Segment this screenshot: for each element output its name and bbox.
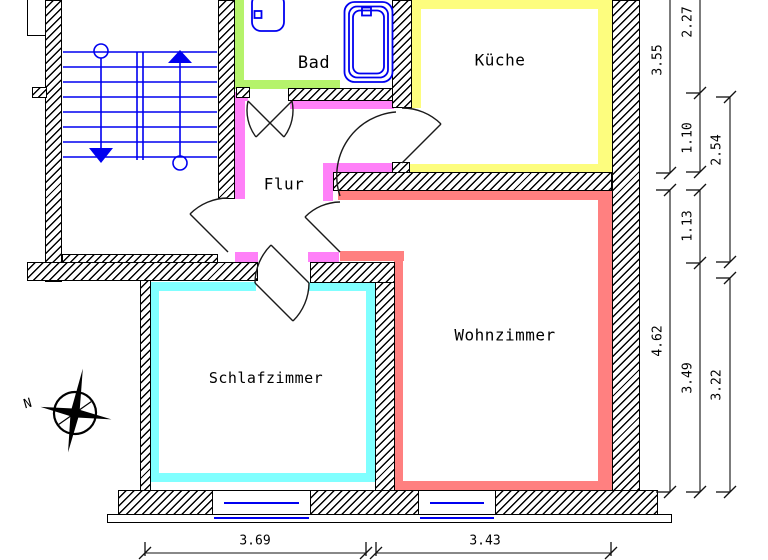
bathtub bbox=[343, 1, 394, 83]
door-schlafzimmer bbox=[254, 244, 310, 322]
compass-rose bbox=[40, 368, 112, 453]
flur-wall-face-se-v bbox=[323, 163, 333, 201]
dim-3-43: 3.43 bbox=[469, 533, 501, 549]
window-schlafzimmer-glazing-1 bbox=[224, 502, 299, 504]
window-schlafzimmer-glazing-2 bbox=[214, 517, 309, 519]
dim-3-22: 3.22 bbox=[709, 369, 725, 401]
window-wohnzimmer-glazing-1 bbox=[430, 502, 484, 504]
wohnzimmer-wall-face-south bbox=[394, 481, 612, 490]
room-label-bad: Bad bbox=[297, 53, 331, 73]
stair-run-start-circle-left bbox=[93, 43, 109, 59]
kueche-wall-face-west bbox=[412, 0, 421, 108]
window-wohnzimmer-glazing-2 bbox=[420, 517, 494, 519]
wall-bottom-3 bbox=[495, 490, 658, 515]
dim-4-62: 4.62 bbox=[650, 325, 666, 357]
exterior-pillar bbox=[27, 0, 46, 36]
schlafzimmer-wall-face-north-2 bbox=[309, 282, 376, 291]
flur-wall-face-west bbox=[235, 100, 245, 199]
wall-right-outer bbox=[612, 0, 640, 494]
wohnzimmer-wall-face-north bbox=[338, 190, 612, 200]
flur-wall-face-north bbox=[290, 100, 394, 109]
dimension-lines bbox=[138, 0, 737, 560]
staircase bbox=[63, 43, 217, 171]
dim-3-69: 3.69 bbox=[239, 533, 271, 549]
flur-wall-face-se-h bbox=[323, 163, 393, 172]
room-label-kueche: Küche bbox=[474, 50, 526, 70]
wall-left-outer bbox=[45, 0, 62, 282]
stair-steps bbox=[63, 51, 217, 158]
wall-flur-south-east bbox=[310, 262, 395, 283]
stair-arrow-up-icon bbox=[168, 50, 192, 63]
wall-bottom-2 bbox=[310, 490, 419, 515]
doors bbox=[189, 100, 442, 322]
kueche-wall-face-north bbox=[412, 0, 598, 9]
door-bad bbox=[246, 100, 294, 138]
room-label-flur: Flur bbox=[263, 174, 305, 194]
bad-wall-face-west bbox=[235, 0, 244, 88]
outer-wall-band bbox=[107, 514, 672, 523]
wohnzimmer-wall-face-east bbox=[598, 198, 612, 490]
wall-kueche-south bbox=[333, 172, 612, 191]
flur-wall-face-south-2 bbox=[308, 252, 339, 262]
bathtub-faucet-icon bbox=[361, 6, 372, 17]
wohnzimmer-wall-face-west bbox=[394, 251, 403, 490]
flur-wall-face-south-1 bbox=[235, 252, 258, 262]
schlafzimmer-wall-face-west bbox=[150, 282, 159, 482]
door-wohnzimmer bbox=[304, 201, 341, 253]
dim-3-49: 3.49 bbox=[680, 362, 696, 394]
kueche-wall-face-south bbox=[404, 164, 612, 173]
dim-2-27: 2.27 bbox=[680, 6, 696, 38]
room-label-schlafzimmer: Schlafzimmer bbox=[208, 369, 324, 387]
sink bbox=[251, 0, 285, 32]
dim-3-55: 3.55 bbox=[650, 44, 666, 76]
wall-left-stub bbox=[32, 87, 47, 98]
schlafzimmer-wall-face-north-1 bbox=[150, 282, 256, 291]
dim-1-10: 1.10 bbox=[680, 122, 696, 154]
schlafzimmer-wall-face-east bbox=[366, 282, 375, 482]
kueche-wall-face-east bbox=[598, 0, 612, 173]
room-label-wohnzimmer: Wohnzimmer bbox=[454, 325, 556, 345]
sink-faucet-icon bbox=[253, 10, 263, 19]
dim-1-13: 1.13 bbox=[680, 210, 696, 242]
wohnzimmer-wall-face-stub bbox=[340, 251, 404, 261]
stair-arrow-down-icon bbox=[89, 148, 113, 163]
schlafzimmer-wall-face-south bbox=[150, 473, 375, 482]
dim-2-54: 2.54 bbox=[709, 134, 725, 166]
bad-wall-face-south bbox=[235, 80, 340, 89]
dimension-ticks bbox=[138, 86, 737, 560]
door-kueche bbox=[336, 107, 442, 197]
wall-bad-jamb bbox=[236, 87, 250, 98]
stair-run-start-circle-right bbox=[172, 155, 188, 171]
door-entrance bbox=[189, 197, 229, 253]
